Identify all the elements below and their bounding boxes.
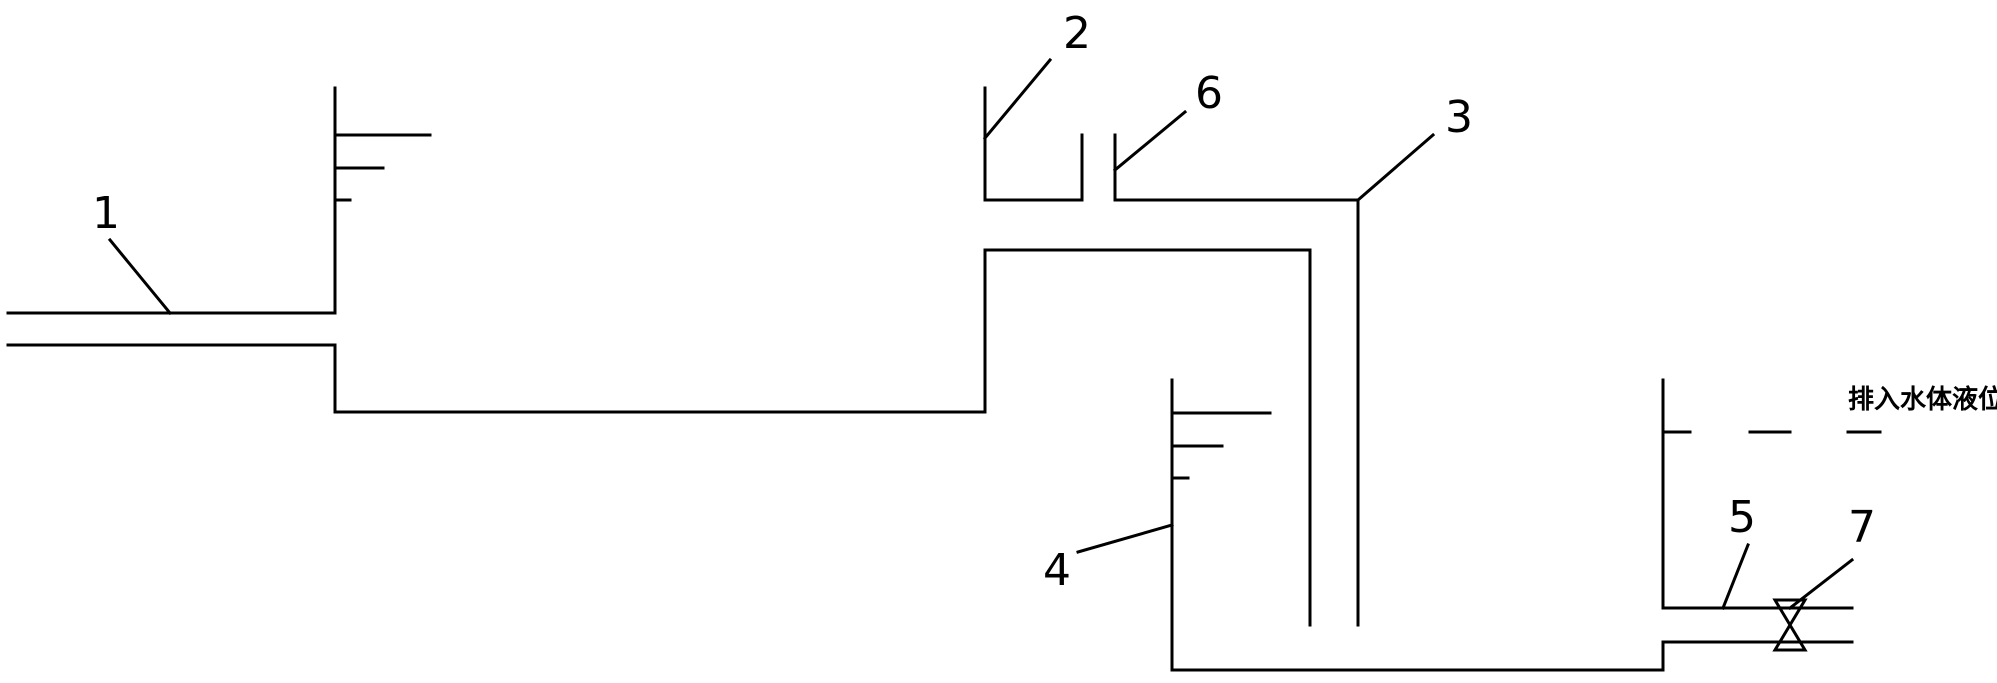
label-6: 6: [1195, 68, 1223, 119]
vent-and-outer-pipe: [1113, 133, 1360, 627]
label-4: 4: [1043, 545, 1071, 596]
outlet-pipe: [1661, 378, 1854, 610]
left-level-gauge: [333, 86, 432, 315]
middle-level-gauge: [1170, 378, 1854, 672]
water-level-note: 排入水体液位: [1848, 384, 1997, 415]
label-3: 3: [1445, 92, 1473, 143]
label-7: 7: [1848, 502, 1876, 553]
label-2: 2: [1063, 8, 1091, 59]
inlet-pipe: [6, 311, 337, 347]
valve-icon: [1772, 598, 1808, 652]
tank-2: [983, 86, 1084, 202]
leader-lines: [107, 57, 1855, 611]
label-1: 1: [92, 188, 120, 239]
label-5: 5: [1728, 492, 1756, 543]
main-channel: [333, 248, 1312, 627]
